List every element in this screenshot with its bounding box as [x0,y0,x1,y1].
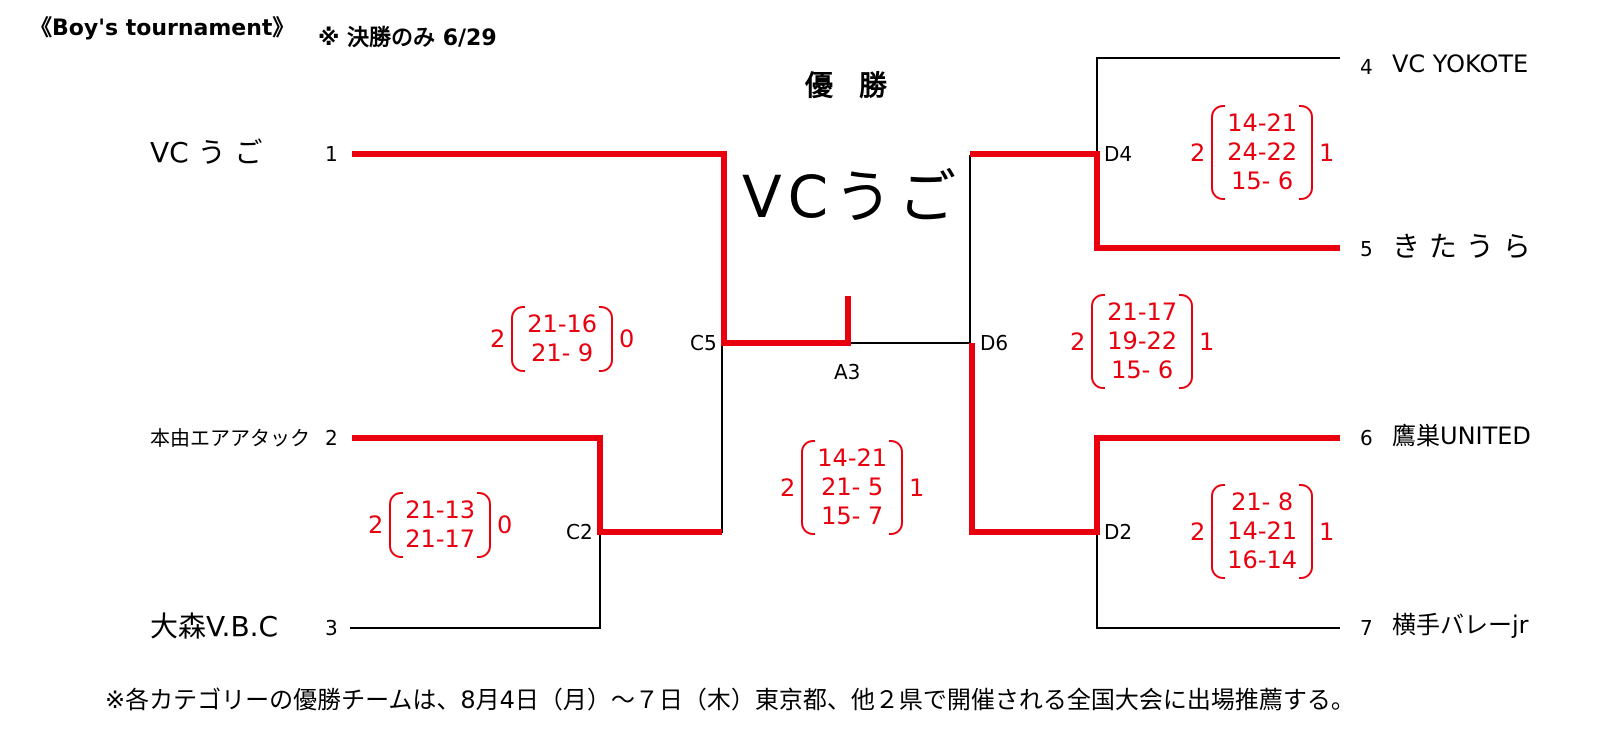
win-line-team6 [969,343,1340,535]
score-win-count: 2 [368,511,384,539]
score-win-count: 2 [1070,327,1086,356]
team-name-7: 横手バレーjr [1392,611,1529,639]
match-code-c2: C2 [566,520,593,544]
set-score: 15- 7 [821,502,884,530]
set-score: 21-17 [405,525,476,553]
match-code-d2: D2 [1104,520,1133,544]
team-name-6: 鷹巣UNITED [1392,422,1531,450]
set-scores: 21-17 19-22 15- 6 [1091,294,1193,389]
match-code-d6: D6 [980,331,1009,355]
set-score: 15- 6 [1111,356,1174,384]
score-loss-count: 0 [497,511,513,539]
match-code-a3: A3 [834,360,861,384]
score-a3: 2 14-21 21- 5 15- 7 1 [774,440,930,535]
set-score: 21-17 [1107,298,1178,326]
win-line-team5 [970,151,1340,251]
champion-name: VCうご [742,163,963,231]
set-scores: 21-16 21- 9 [511,306,613,372]
score-d4: 2 14-21 24-22 15- 6 1 [1184,105,1340,200]
set-score: 14-21 [1227,517,1298,545]
set-score: 21-16 [527,310,598,338]
score-loss-count: 0 [619,325,635,353]
set-score: 14-21 [1227,109,1298,137]
score-win-count: 2 [1190,138,1206,167]
win-line-team2 [352,435,722,535]
score-loss-count: 1 [1319,138,1335,167]
match-code-c5: C5 [690,331,717,355]
set-scores: 14-21 24-22 15- 6 [1211,105,1313,200]
team-seed-4: 4 [1360,55,1373,79]
team-seed-7: 7 [1360,616,1373,640]
score-win-count: 2 [780,473,796,502]
team-seed-1: 1 [325,142,338,166]
team-name-4: VC YOKOTE [1392,50,1529,78]
footnote: ※各カテゴリーの優勝チームは、8月4日（月）～７日（木）東京都、他２県で開催され… [105,686,1355,714]
line-team7 [1096,532,1340,629]
set-score: 16-14 [1227,546,1298,574]
set-score: 14-21 [817,444,888,472]
team-seed-6: 6 [1360,426,1373,450]
team-seed-2: 2 [325,426,338,450]
winner-label: 優勝 [805,69,914,102]
team-seed-3: 3 [325,616,338,640]
score-win-count: 2 [1190,517,1206,546]
score-d2: 2 21- 8 14-21 16-14 1 [1184,484,1340,579]
set-scores: 21-13 21-17 [389,492,491,558]
tournament-title: 《Boy's tournament》 [30,16,295,41]
line-team3 [350,532,601,629]
team-name-1: VC う ご [150,136,263,169]
line-team4 [1096,57,1340,155]
score-loss-count: 1 [1319,517,1335,546]
score-c2: 2 21-13 21-17 0 [362,492,518,558]
score-loss-count: 1 [1199,327,1215,356]
set-score: 21- 9 [531,339,594,367]
team-name-2: 本由エアアタック [150,426,310,450]
set-score: 15- 6 [1231,167,1294,195]
win-line-team1 [352,151,851,346]
set-scores: 14-21 21- 5 15- 7 [801,440,903,535]
set-score: 21- 8 [1231,488,1294,516]
score-d6: 2 21-17 19-22 15- 6 1 [1064,294,1220,389]
score-c5: 2 21-16 21- 9 0 [484,306,640,372]
team-seed-5: 5 [1360,237,1373,261]
final-date-note: ※ 決勝のみ 6/29 [318,26,497,51]
team-name-5: き た う ら [1392,230,1531,263]
set-score: 21-13 [405,496,476,524]
set-scores: 21- 8 14-21 16-14 [1211,484,1313,579]
set-score: 24-22 [1227,138,1298,166]
match-code-d4: D4 [1104,142,1133,166]
set-score: 19-22 [1107,327,1178,355]
score-loss-count: 1 [909,473,925,502]
score-win-count: 2 [490,325,506,353]
team-name-3: 大森V.B.C [150,610,279,643]
set-score: 21- 5 [821,473,884,501]
